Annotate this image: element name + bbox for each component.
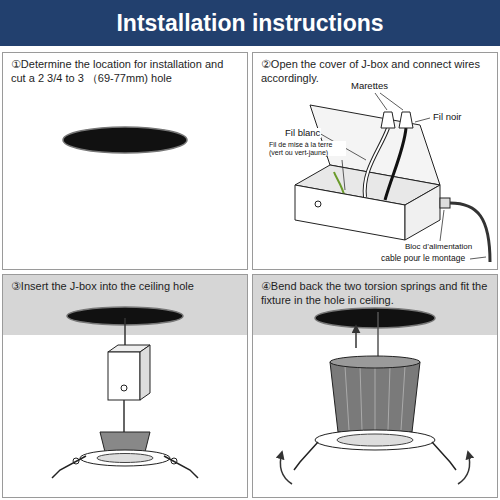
step-panel: ④Bend back the two torsion springs and f…	[252, 274, 498, 498]
jbox-side	[405, 185, 440, 240]
supply-wire	[124, 318, 126, 348]
fixture-trim	[80, 450, 170, 466]
part-label: cable pour le montage	[380, 254, 466, 263]
leader-line	[380, 93, 403, 110]
torsion-spring	[52, 456, 86, 478]
leader-line	[440, 210, 444, 241]
black-wire	[385, 128, 406, 200]
fixture-trim	[315, 430, 435, 450]
cable-connector	[440, 198, 450, 208]
part-label: Fil blanc	[284, 128, 321, 138]
bend-arrow	[458, 452, 470, 484]
part-label: Fil de mise à la terre (vert ou vert-jau…	[268, 141, 346, 156]
torsion-spring	[164, 456, 198, 478]
white-wire	[365, 128, 388, 197]
part-label: Bloc d’alimentation	[404, 243, 473, 252]
ceiling-hole	[63, 127, 187, 153]
insert-arrow	[355, 326, 357, 348]
step-panel: ①Determine the location for installation…	[2, 52, 248, 270]
heat-fin	[360, 366, 362, 430]
supply-wire	[377, 312, 379, 358]
wire-nut	[399, 112, 413, 128]
part-label: Fil noir	[432, 112, 463, 122]
heat-fin	[345, 366, 349, 430]
jbox-side	[140, 345, 150, 400]
step-instruction: ①Determine the location for installation…	[3, 53, 247, 86]
fixture-wire	[123, 400, 125, 432]
heat-fin	[401, 366, 405, 430]
spring-coil	[73, 458, 79, 464]
part-label: Marettes	[350, 81, 389, 91]
title-band	[0, 0, 500, 46]
leader-line	[470, 257, 486, 259]
fixture-body	[330, 362, 420, 432]
bend-arrow	[280, 452, 292, 484]
wire-nut	[381, 112, 395, 128]
heat-fin	[388, 366, 390, 430]
leader-line	[375, 93, 387, 110]
jbox-front	[108, 352, 140, 400]
spring-coil	[171, 458, 177, 464]
leader-line	[415, 118, 430, 122]
jbox-front	[295, 185, 405, 240]
fixture-body	[100, 432, 150, 452]
white-wire-outline	[365, 128, 388, 197]
fixture-cap	[330, 356, 420, 368]
knockout	[315, 201, 321, 207]
leader-line	[342, 160, 345, 190]
heat-fin	[375, 366, 376, 430]
ceiling-ground	[252, 274, 498, 335]
torsion-spring	[432, 442, 456, 470]
fixture-lens	[97, 454, 153, 463]
page-title: Intstallation instructions	[0, 0, 500, 46]
torsion-spring	[294, 442, 318, 470]
fixture-lens	[337, 434, 413, 446]
knockout	[121, 385, 127, 391]
step-instruction: ③Insert the J-box into the ceiling hole	[3, 275, 247, 294]
ceiling-hole	[315, 308, 435, 328]
step-instruction: ④Bend back the two torsion springs and f…	[253, 275, 497, 308]
step-panel: ③Insert the J-box into the ceiling hole	[2, 274, 248, 498]
